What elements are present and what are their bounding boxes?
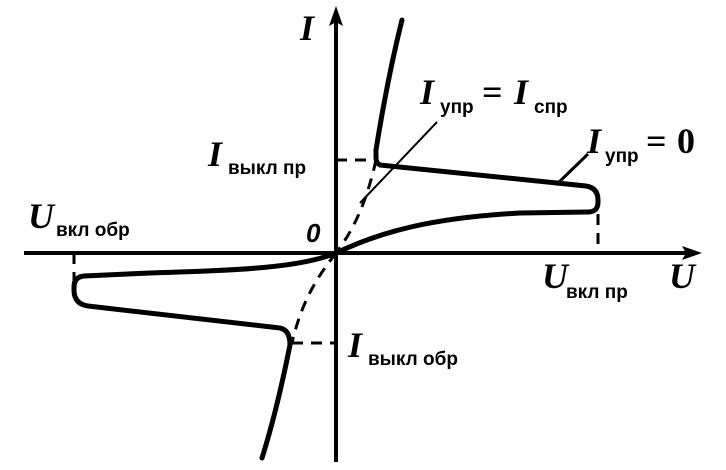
eq1-lhs-sub: упр bbox=[440, 97, 474, 118]
i-vykl-pr-sub: выкл пр bbox=[228, 158, 306, 179]
i-axis-label: I bbox=[299, 8, 316, 48]
origin-label: 0 bbox=[306, 218, 321, 248]
eq2-op: = bbox=[646, 121, 667, 161]
i-vykl-obr-main: I bbox=[347, 325, 364, 365]
eq2-lhs-main: I bbox=[586, 121, 603, 161]
dashed-upper-branch bbox=[334, 159, 378, 254]
u-vkl-obr-main: U bbox=[28, 196, 56, 236]
u-axis-label: U bbox=[669, 256, 697, 296]
reverse-iv-curve bbox=[71, 250, 339, 461]
i-axis-arrow-icon bbox=[329, 6, 343, 26]
u-vkl-obr-sub: вкл обр bbox=[56, 220, 130, 241]
leader-upr-spr bbox=[359, 121, 438, 204]
eq2-rhs: 0 bbox=[677, 121, 695, 161]
i-vykl-obr-sub: выкл обр bbox=[368, 349, 458, 370]
eq1-rhs-main: I bbox=[513, 72, 530, 112]
u-vkl-pr-main: U bbox=[542, 256, 570, 296]
eq1-op: = bbox=[482, 72, 503, 112]
dashed-lower-branch bbox=[290, 252, 338, 344]
eq1-lhs-main: I bbox=[419, 72, 436, 112]
i-vykl-pr-main: I bbox=[207, 134, 224, 174]
u-axis-arrow-icon bbox=[682, 246, 702, 260]
leader-upr-zero bbox=[554, 152, 590, 187]
eq2-lhs-sub: упр bbox=[605, 146, 639, 167]
eq1-rhs-sub: спр bbox=[534, 97, 568, 118]
u-vkl-pr-sub: вкл пр bbox=[566, 282, 628, 303]
forward-iv-curve bbox=[333, 17, 601, 256]
